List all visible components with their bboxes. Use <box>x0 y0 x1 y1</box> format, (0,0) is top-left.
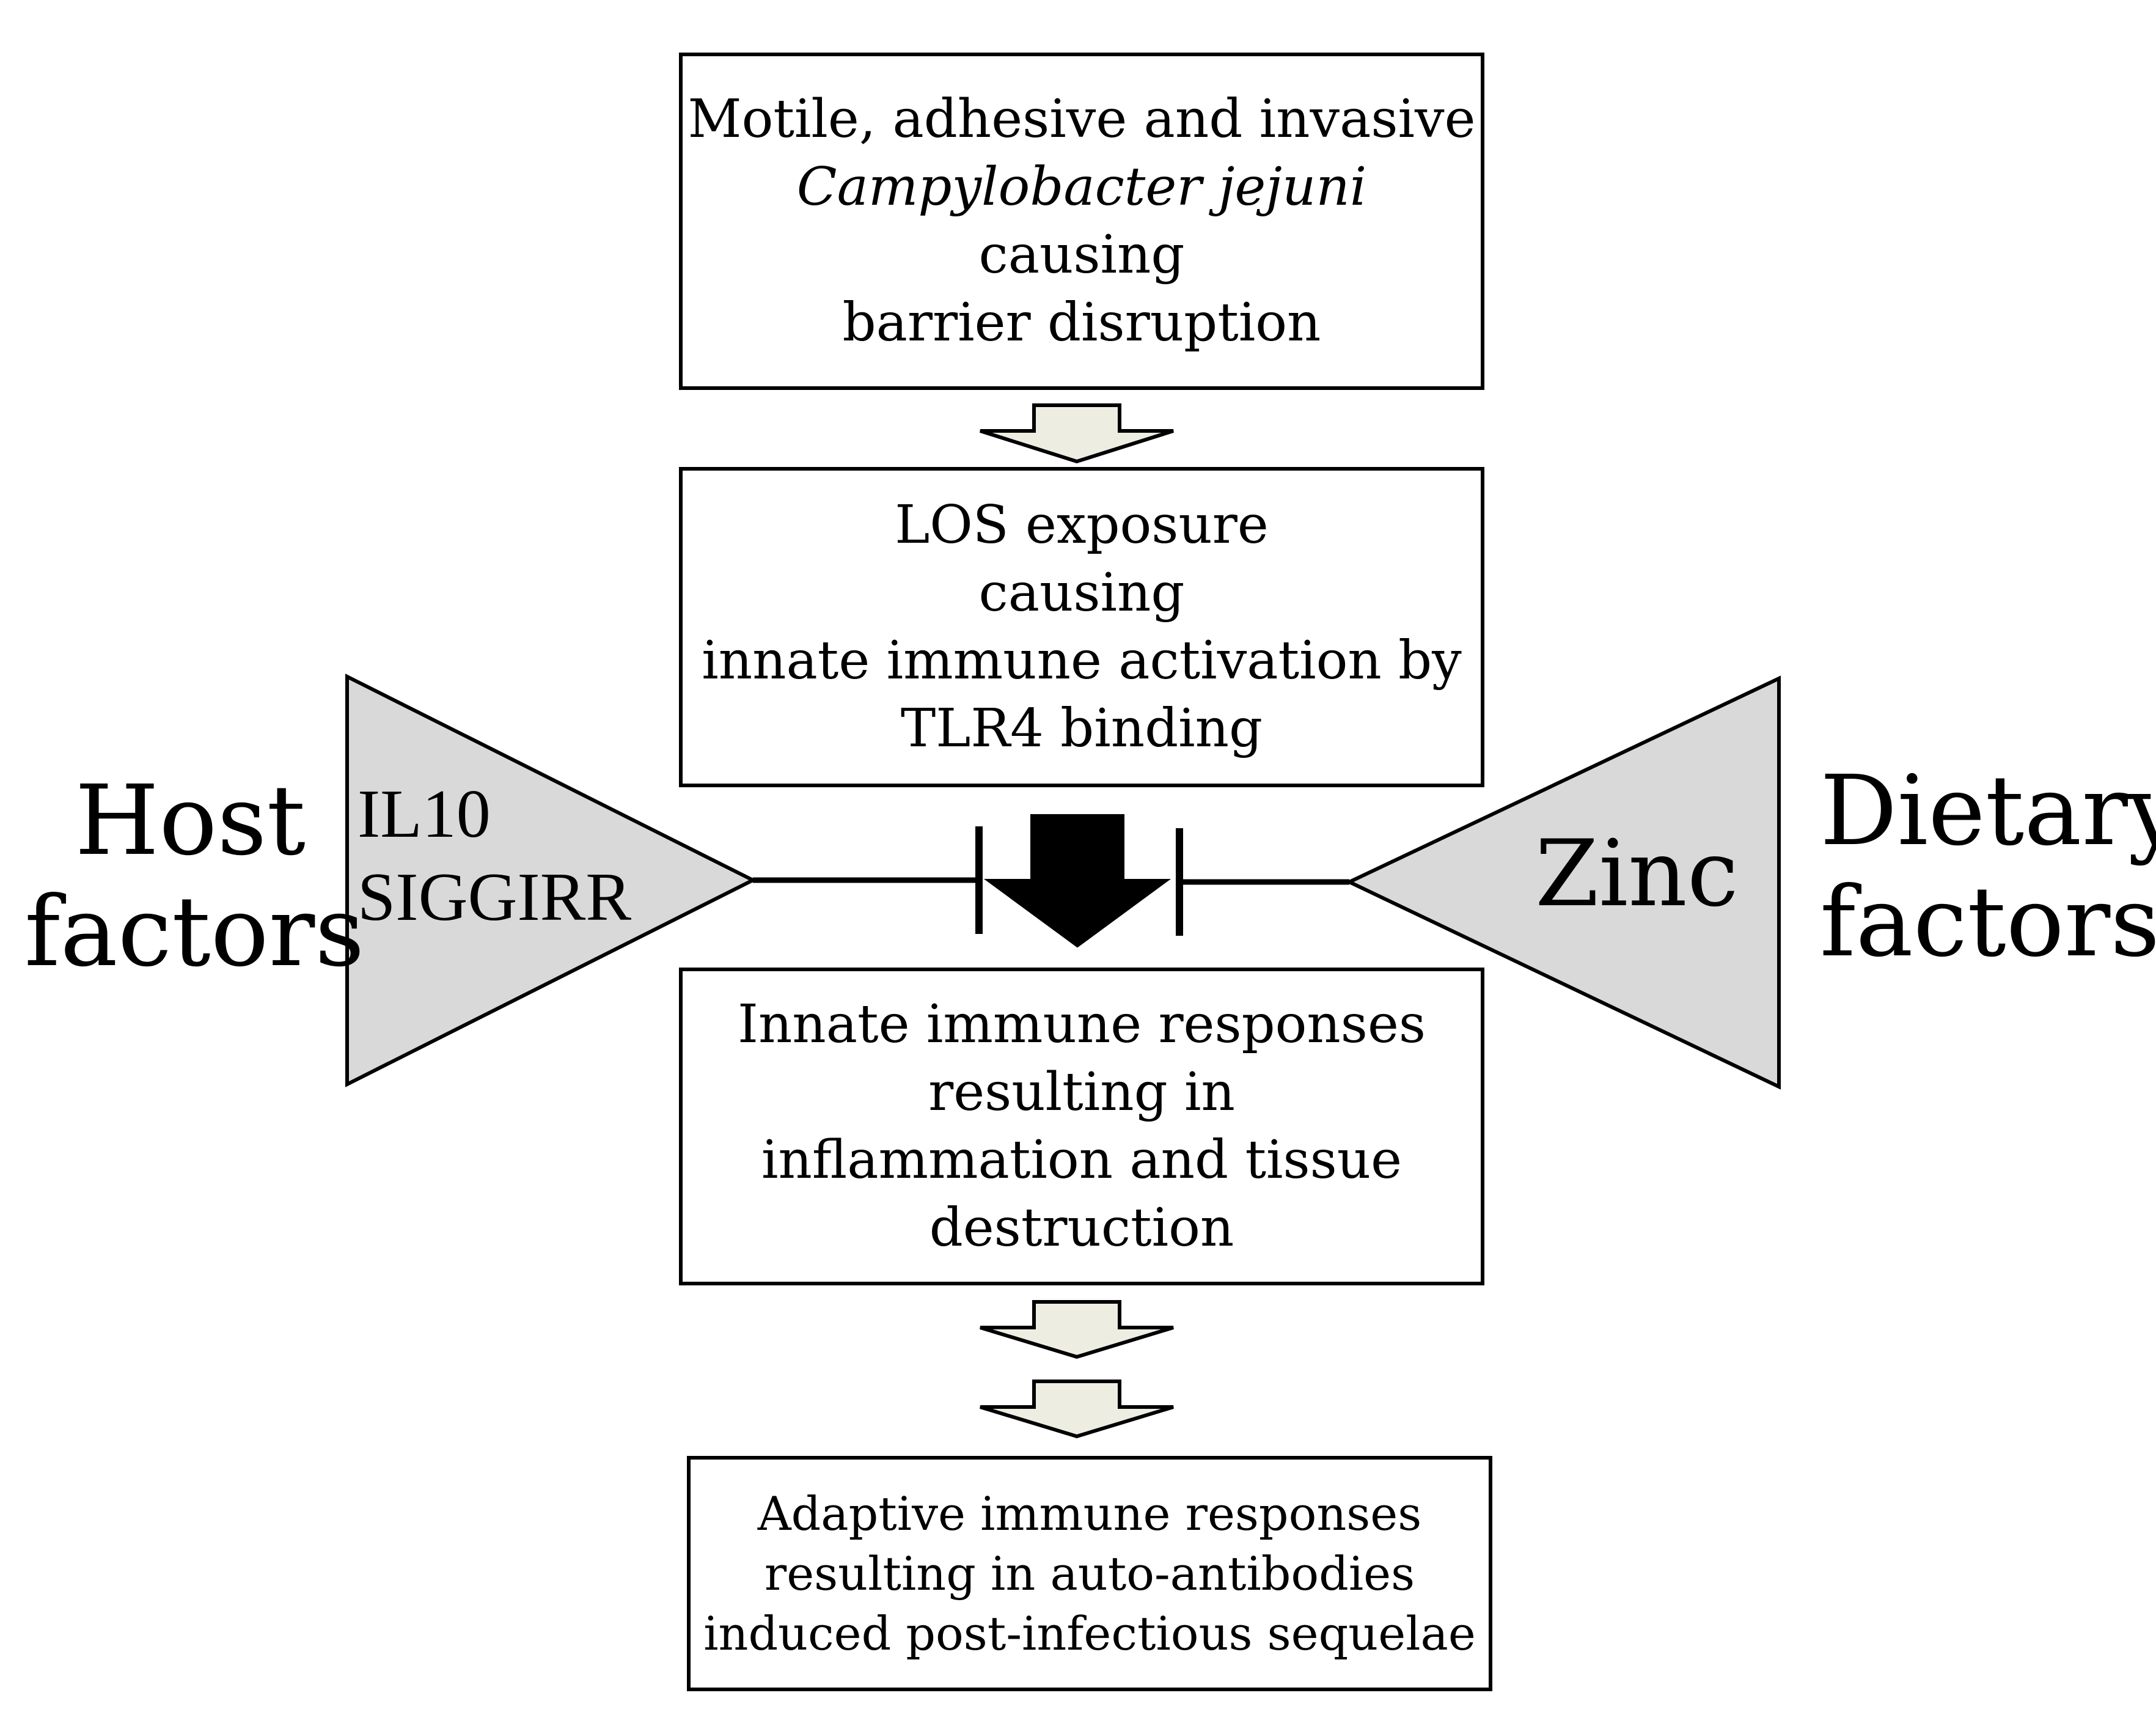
host-label-line-1: Host <box>75 765 306 877</box>
adaptive-line-1: Adaptive immune responses <box>757 1486 1422 1541</box>
bacteria-line-4: barrier disruption <box>842 292 1321 353</box>
dietary-factors-label: Dietary factors <box>1820 755 2156 979</box>
innate-response-box: Innate immune responses resulting in inf… <box>679 968 1484 1285</box>
host-factor-il10: IL10 <box>358 776 491 852</box>
bacteria-line-3: causing <box>978 224 1185 285</box>
dietary-factor-zinc: Zinc <box>1535 821 1739 927</box>
innate-line-1: Innate immune responses <box>738 994 1426 1055</box>
dietary-factors-triangle <box>1345 675 1781 1090</box>
adaptive-response-box: Adaptive immune responses resulting in a… <box>687 1456 1492 1691</box>
los-line-3: innate immune activation by <box>702 630 1462 691</box>
host-factor-names: IL10 SIGGIRR <box>358 773 631 939</box>
arrow-innate-to-adaptive-2 <box>980 1380 1174 1439</box>
los-line-4: TLR4 binding <box>900 698 1263 759</box>
innate-line-2: resulting in <box>928 1062 1235 1123</box>
innate-line-3: inflammation and tissue <box>761 1130 1402 1191</box>
arrow-bacteria-to-los <box>980 403 1174 464</box>
main-black-arrow <box>983 814 1172 948</box>
innate-line-4: destruction <box>929 1197 1234 1258</box>
host-factor-siggirr: SIGGIRR <box>358 859 632 935</box>
dietary-label-line-2: factors <box>1820 866 2156 979</box>
host-factors-label: Host factors <box>24 765 365 988</box>
bacteria-line-1: Motile, adhesive and invasive <box>688 89 1476 150</box>
adaptive-line-2: resulting in auto-antibodies <box>764 1546 1415 1601</box>
host-label-line-2: factors <box>24 876 365 988</box>
los-line-2: causing <box>978 562 1185 623</box>
adaptive-line-3: induced post-infectious sequelae <box>703 1606 1476 1661</box>
los-line-1: LOS exposure <box>895 494 1269 556</box>
host-factors-triangle <box>345 674 757 1087</box>
bacteria-box: Motile, adhesive and invasive Campylobac… <box>679 53 1484 390</box>
dietary-label-line-1: Dietary <box>1820 755 2156 867</box>
bacteria-species: Campylobacter jejuni <box>796 156 1367 218</box>
arrow-innate-to-adaptive-1 <box>980 1300 1174 1359</box>
los-exposure-box: LOS exposure causing innate immune activ… <box>679 467 1484 787</box>
